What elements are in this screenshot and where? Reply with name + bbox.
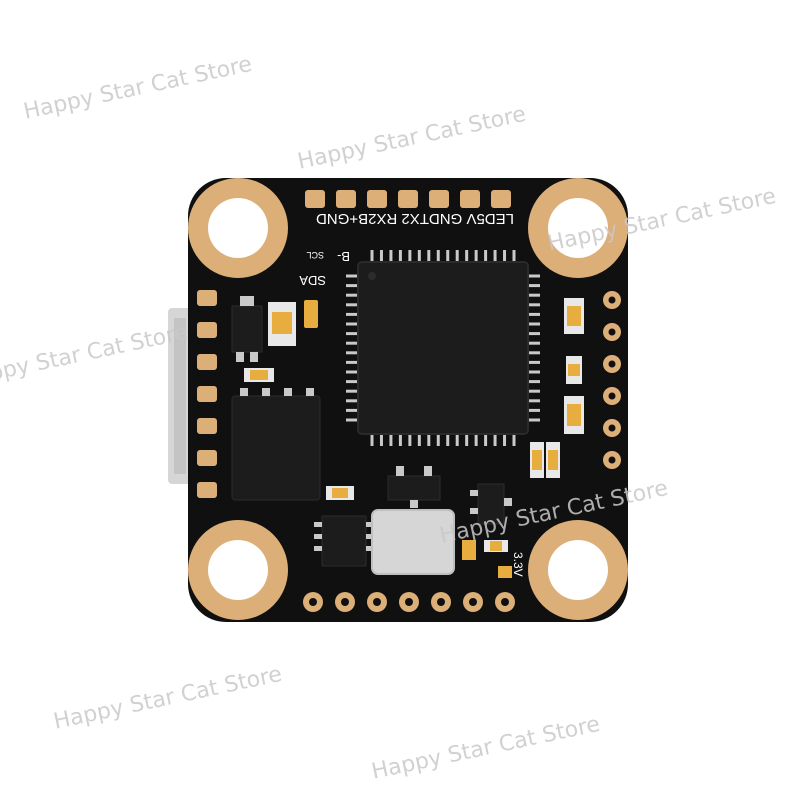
mcu-pin: [455, 434, 459, 446]
bottom-chip: [314, 515, 374, 567]
mcu-pin: [484, 434, 488, 446]
mcu-pin: [346, 303, 358, 307]
mcu-chip: [346, 250, 540, 446]
mcu-pin: [528, 389, 540, 393]
mcu-pin: [346, 293, 358, 297]
mcu-pin: [346, 408, 358, 412]
mounting-hole-bottom-right: [528, 520, 628, 620]
mcu-pin: [389, 250, 393, 262]
mcu-pin: [528, 408, 540, 412]
mcu-pin: [484, 250, 488, 262]
mcu-pin: [346, 332, 358, 336]
mcu-pin: [493, 434, 497, 446]
mounting-hole-top-right: [528, 178, 628, 278]
mounting-hole-bottom-left: [188, 520, 288, 620]
voltage-regulator-chip: [231, 296, 263, 362]
mounting-hole-top-left: [188, 178, 288, 278]
mcu-pin: [465, 250, 469, 262]
mcu-pin: [446, 250, 450, 262]
mcu-pin: [436, 250, 440, 262]
pad-labels-silkscreen: LED5V GNDTX2 RX2B+GND: [316, 210, 514, 227]
mcu-pin: [455, 250, 459, 262]
silkscreen-labels: LED5V GNDTX2 RX2B+GND B- SCL SDA 3.3V: [299, 210, 525, 577]
mcu-pin: [528, 341, 540, 345]
mcu-pin: [346, 274, 358, 278]
mcu-pin: [528, 360, 540, 364]
mcu-pin: [370, 434, 374, 446]
mcu-pin: [398, 434, 402, 446]
mcu-pin: [346, 322, 358, 326]
mcu-pin: [446, 434, 450, 446]
mcu-pin: [512, 434, 516, 446]
mcu-pin: [528, 312, 540, 316]
mcu-pin: [417, 250, 421, 262]
mcu-pin: [346, 284, 358, 288]
mcu-pin: [346, 399, 358, 403]
mcu-pin: [427, 434, 431, 446]
mcu-pin: [389, 434, 393, 446]
mcu-pin: [528, 322, 540, 326]
mcu-pin: [474, 250, 478, 262]
mcu-pin: [346, 351, 358, 355]
gyro-chip: [231, 388, 321, 501]
metal-inductor: [371, 509, 455, 575]
left-solder-pads: [197, 290, 217, 498]
v33-silkscreen: 3.3V: [511, 552, 525, 577]
mcu-pin: [528, 274, 540, 278]
mcu-pin: [528, 380, 540, 384]
mcu-pin: [528, 284, 540, 288]
right-transistor: [470, 483, 512, 525]
mcu-pin: [465, 434, 469, 446]
mcu-pin: [346, 418, 358, 422]
scl-silkscreen: SCL: [306, 250, 324, 260]
mcu-pin: [346, 341, 358, 345]
mcu-pin: [528, 332, 540, 336]
mcu-pin: [408, 250, 412, 262]
mcu-pin: [503, 250, 507, 262]
mcu-pin: [346, 312, 358, 316]
mcu-pin: [512, 250, 516, 262]
mcu-pin: [528, 351, 540, 355]
mcu-pin: [493, 250, 497, 262]
mcu-pin: [474, 434, 478, 446]
mcu-pin: [346, 380, 358, 384]
mcu-pin: [398, 250, 402, 262]
mcu-pin: [427, 250, 431, 262]
mcu-pin: [528, 399, 540, 403]
mcu-pin: [436, 434, 440, 446]
right-solder-pads: [603, 291, 621, 469]
mcu-pin: [528, 418, 540, 422]
mcu-pin: [528, 370, 540, 374]
mcu-pin: [346, 360, 358, 364]
small-transistor: [387, 466, 441, 508]
mcu-pin: [528, 293, 540, 297]
mcu-pin: [417, 434, 421, 446]
top-solder-pads: [305, 190, 511, 208]
mcu-pin: [503, 434, 507, 446]
b-minus-silkscreen: B-: [337, 249, 350, 264]
mcu-pin: [528, 303, 540, 307]
mcu-pin: [379, 250, 383, 262]
side-connector-inner: [174, 318, 186, 474]
mcu-pin: [370, 250, 374, 262]
smd-components: [244, 298, 584, 578]
mcu-pin: [379, 434, 383, 446]
bottom-solder-pads: [303, 592, 515, 612]
mcu-pin: [346, 389, 358, 393]
mcu-pin: [408, 434, 412, 446]
sda-silkscreen: SDA: [299, 273, 326, 288]
mcu-pin: [346, 370, 358, 374]
